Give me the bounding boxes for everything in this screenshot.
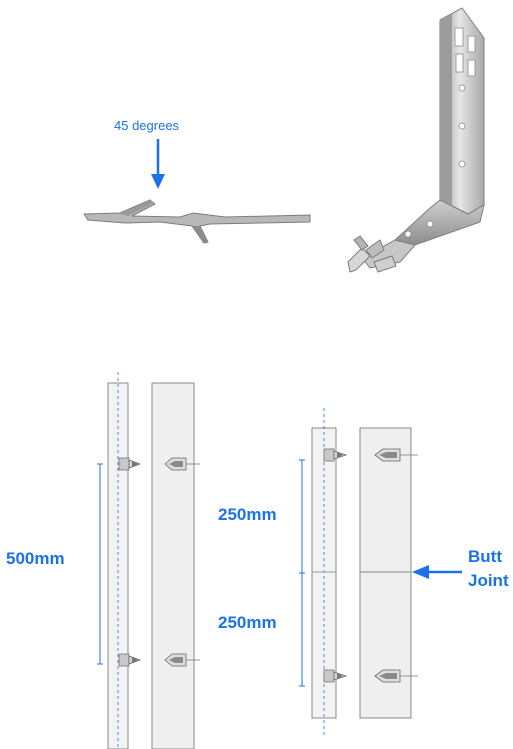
butt-joint-arrow [412, 565, 462, 579]
panel-clip-upper-right [374, 448, 418, 462]
joint-label-line2: Joint [468, 571, 509, 590]
dimension-250-pair [299, 459, 305, 687]
angle-arrow [151, 139, 165, 189]
lower-spacing-label: 250mm [218, 613, 277, 632]
panel-clip-lower-right [374, 669, 418, 683]
panel-clip-upper [164, 457, 200, 471]
left-panel-section [97, 372, 200, 749]
dimension-500 [97, 463, 103, 665]
rail-clip-upper [118, 457, 142, 471]
bracket-3d [347, 7, 485, 273]
right-panel-section [299, 408, 462, 735]
rail-clip-lower-right [323, 669, 348, 683]
joint-label-line1: Butt [468, 547, 502, 566]
angle-label: 45 degrees [114, 118, 180, 133]
clip-side-profile [83, 199, 311, 244]
left-spacing-label: 500mm [6, 549, 65, 568]
rail-clip-upper-right [323, 448, 348, 462]
panel-clip-lower [164, 653, 200, 667]
upper-spacing-label: 250mm [218, 505, 277, 524]
rail-clip-lower [118, 653, 142, 667]
